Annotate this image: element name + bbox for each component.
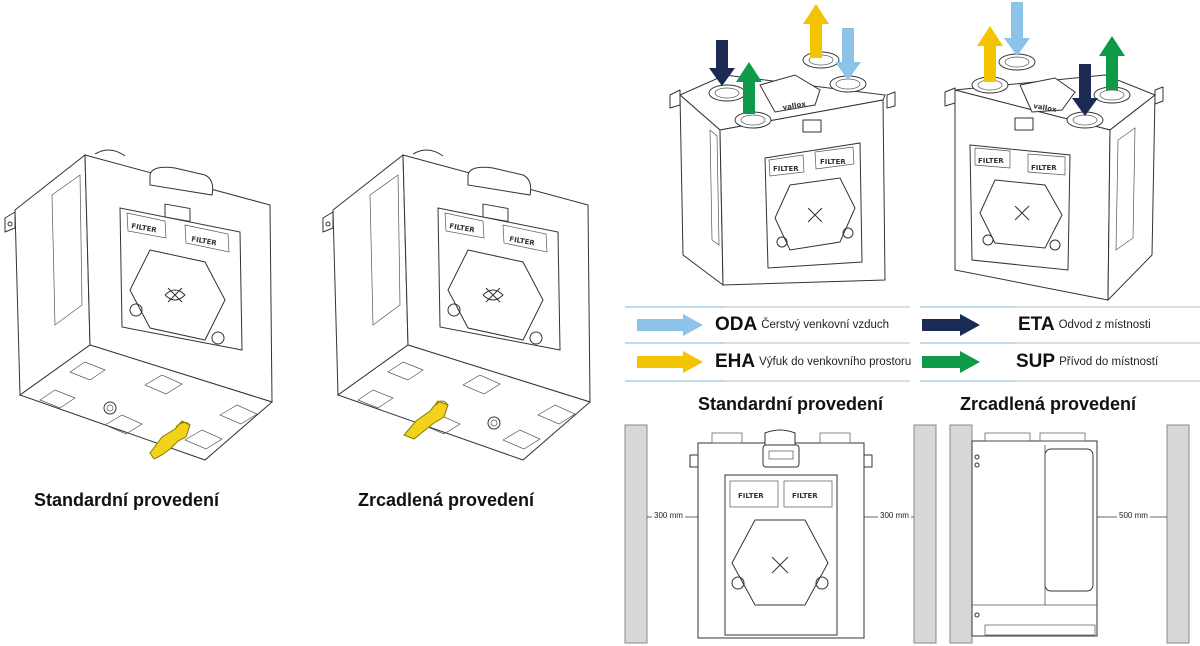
dim-label-right: 300 mm — [878, 511, 911, 520]
filter-label-right: FILTER — [1031, 164, 1057, 172]
clearance-side-view: 500 mm — [945, 424, 1200, 646]
drain-connector-standard — [149, 420, 191, 460]
legend-desc-eta: Odvod z místnosti — [1058, 319, 1151, 331]
legend-code-eha: EHA — [715, 351, 756, 372]
sup-arrow-icon — [922, 351, 980, 373]
airflow-arrows-standard — [709, 4, 861, 114]
filter-label-right: FILTER — [792, 492, 818, 500]
legend-desc-eha: Výfuk do venkovního prostoru — [759, 356, 912, 368]
legend-rules — [625, 306, 1200, 382]
legend-desc-oda: Čerstvý venkovní vzduch — [761, 319, 890, 331]
unit-standard-top-view: vallox FILTER FILTER — [665, 0, 900, 300]
eha-arrow-icon — [637, 351, 703, 373]
legend-item-eha: EHA Výfuk do venkovního prostoru — [637, 351, 911, 373]
filter-label-right: FILTER — [820, 158, 846, 166]
wall-right — [1166, 424, 1190, 644]
oda-arrow-down — [835, 28, 861, 80]
legend-item-eta: ETA Odvod z místnosti — [922, 314, 1151, 336]
legend-desc-sup: Přívod do místností — [1059, 356, 1159, 368]
eta-arrow-down — [709, 40, 735, 86]
oda-arrow-down — [1004, 2, 1030, 56]
legend-code-sup: SUP — [1016, 351, 1056, 372]
unit-mirrored-drawing: FILTER FILTER — [322, 149, 592, 461]
oda-arrow-icon — [637, 314, 703, 336]
caption-right-mirrored: Zrcadlená provedení — [960, 394, 1137, 414]
legend-item-sup: SUP Přívod do místností — [922, 351, 1158, 373]
unit-mirrored-top-drawing: vallox FILTER FILTER — [944, 53, 1164, 302]
sup-arrow-up — [1099, 36, 1125, 90]
unit-standard-drawing: FILTER FILTER — [4, 149, 274, 461]
drain-connector-mirrored — [403, 400, 449, 440]
legend-code-eta: ETA — [1018, 314, 1055, 335]
legend-code-oda: ODA — [715, 314, 758, 335]
filter-label-left: FILTER — [738, 492, 764, 500]
clearance-side-drawing — [949, 424, 1190, 644]
caption-bottom-left-mirrored: Zrcadlená provedení — [358, 490, 535, 510]
filter-label-left: FILTER — [773, 165, 799, 173]
caption-bottom-left-standard: Standardní provedení — [34, 490, 220, 510]
legend-item-oda: ODA Čerstvý venkovní vzduch — [637, 314, 889, 336]
wall-left — [624, 424, 648, 644]
airflow-legend: ODA Čerstvý venkovní vzduch ETA Odvod z … — [625, 305, 1200, 385]
eha-arrow-up — [803, 4, 829, 58]
dim-label-left: 300 mm — [652, 511, 685, 520]
filter-label-left: FILTER — [978, 157, 1004, 165]
eta-arrow-down — [1072, 64, 1098, 116]
dim-label-side: 500 mm — [1117, 511, 1150, 520]
sup-arrow-up — [736, 62, 762, 114]
clearance-front-drawing: FILTER FILTER — [624, 424, 937, 644]
eha-arrow-up — [977, 26, 1003, 82]
unit-mirrored-top-view: vallox FILTER FILTER — [940, 0, 1170, 302]
caption-right-standard: Standardní provedení — [698, 394, 884, 414]
clearance-front-view: FILTER FILTER 300 mm 300 mm — [620, 424, 940, 646]
wall-right — [913, 424, 937, 644]
eta-arrow-icon — [922, 314, 980, 336]
unit-standard-bottom-view: FILTER FILTER — [0, 140, 290, 470]
airflow-arrows-mirrored — [977, 2, 1125, 116]
unit-mirrored-bottom-view: FILTER FILTER — [318, 140, 608, 470]
unit-standard-top-drawing: vallox FILTER FILTER — [669, 51, 896, 287]
wall-left — [949, 424, 973, 644]
